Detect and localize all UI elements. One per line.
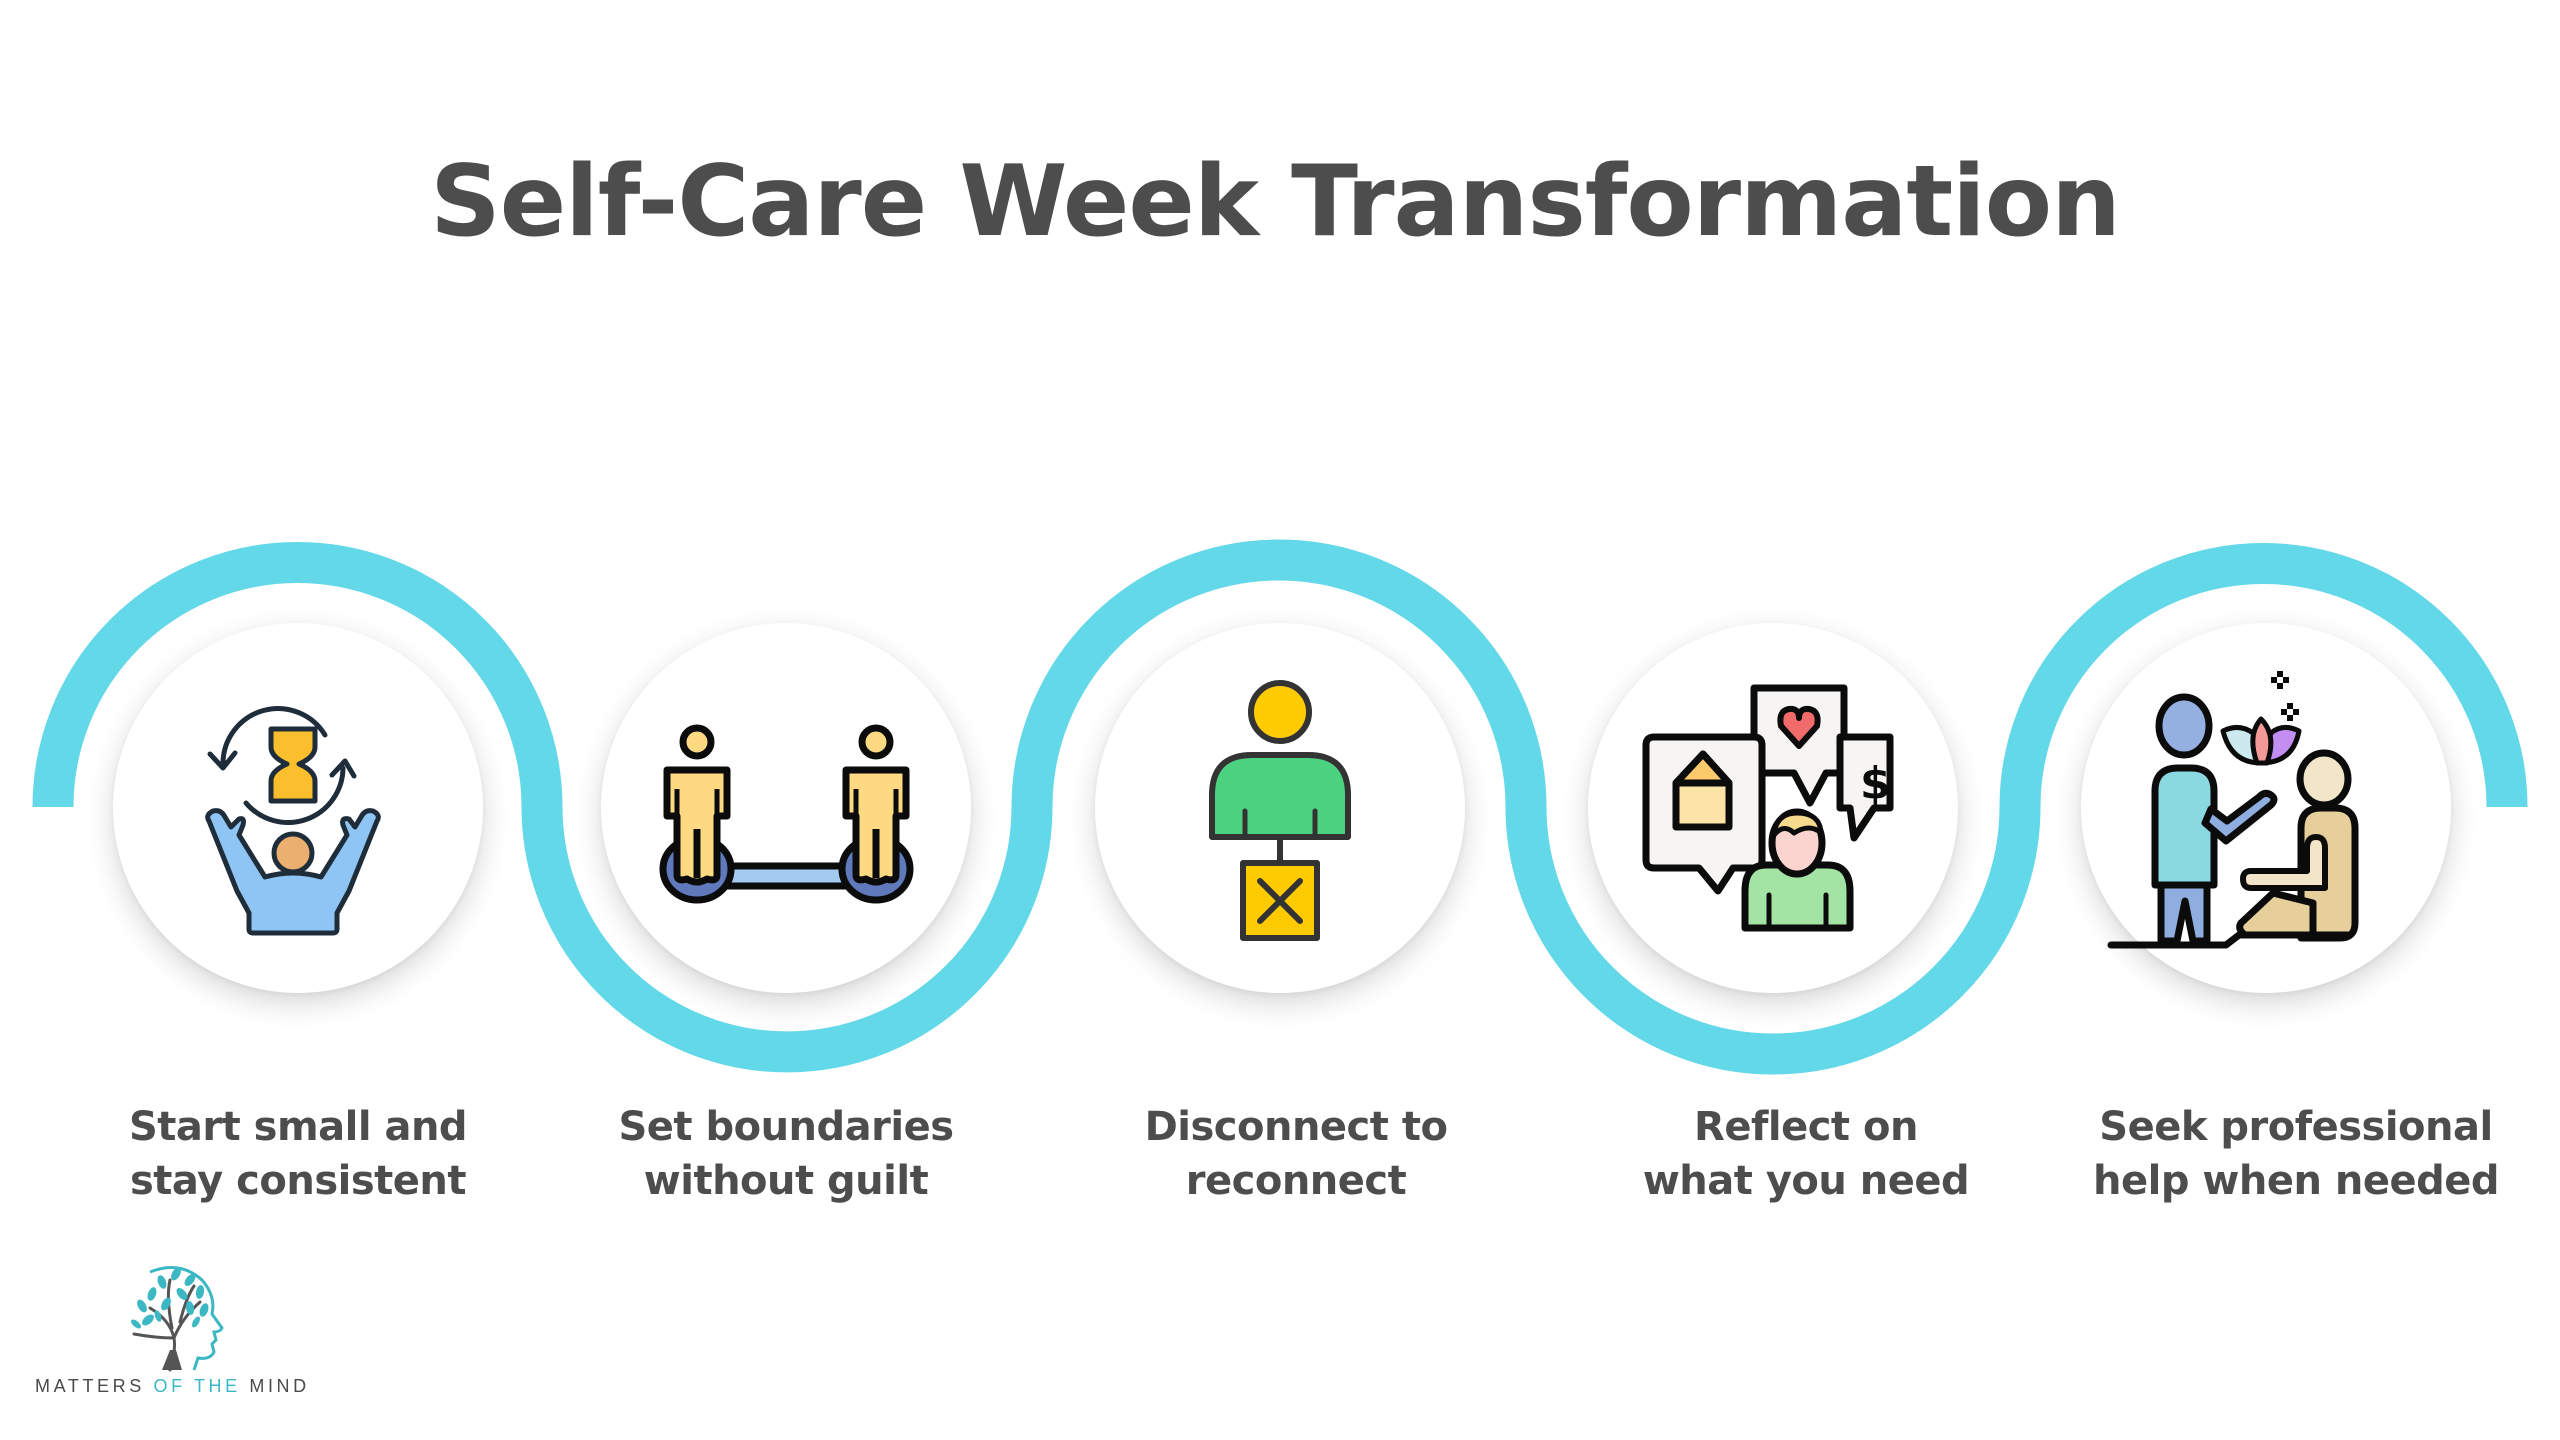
two-people-boundary-icon xyxy=(659,724,914,904)
step-1-label: Start small and stay consistent xyxy=(68,1100,528,1208)
person-disconnect-icon xyxy=(1209,680,1351,941)
step-5-circle xyxy=(2081,623,2451,993)
step-4-label-line1: Reflect on xyxy=(1694,1104,1918,1150)
brand-logo-text-part2: MIND xyxy=(240,1376,310,1396)
step-5-label: Seek professional help when needed xyxy=(2066,1100,2526,1208)
tree-head-logo-icon xyxy=(131,1266,224,1372)
step-4-label-line2: what you need xyxy=(1642,1158,1970,1204)
step-5-label-line1: Seek professional xyxy=(2099,1104,2493,1150)
brand-logo: MATTERS OF THE MIND xyxy=(30,1258,310,1408)
step-3-circle xyxy=(1095,623,1465,993)
person-offering-lotus-icon xyxy=(2107,671,2359,949)
hourglass-person-cycle-icon xyxy=(205,706,381,936)
page-title: Self-Care Week Transformation xyxy=(430,145,2121,259)
step-1-label-line2: stay consistent xyxy=(129,1158,467,1204)
step-2-label-line2: without guilt xyxy=(643,1158,929,1204)
svg-text:$: $ xyxy=(1860,758,1891,809)
step-2-label-line1: Set boundaries xyxy=(618,1104,954,1150)
brand-logo-text-accent: OF THE xyxy=(153,1376,241,1396)
step-1-circle xyxy=(113,623,483,993)
step-1-label-line1: Start small and xyxy=(128,1104,468,1150)
step-2-circle xyxy=(601,623,971,993)
step-3-label-line2: reconnect xyxy=(1185,1158,1407,1204)
step-4-label: Reflect on what you need xyxy=(1576,1100,2036,1208)
step-4-circle: $ xyxy=(1588,623,1958,993)
person-speech-bubbles-icon: $ xyxy=(1642,684,1894,932)
step-3-label: Disconnect to reconnect xyxy=(1066,1100,1526,1208)
step-2-label: Set boundaries without guilt xyxy=(556,1100,1016,1208)
brand-logo-text-part1: MATTERS xyxy=(35,1376,154,1396)
step-5-label-line2: help when needed xyxy=(2093,1158,2499,1204)
brand-logo-text: MATTERS OF THE MIND xyxy=(35,1376,310,1397)
step-3-label-line1: Disconnect to xyxy=(1144,1104,1448,1150)
